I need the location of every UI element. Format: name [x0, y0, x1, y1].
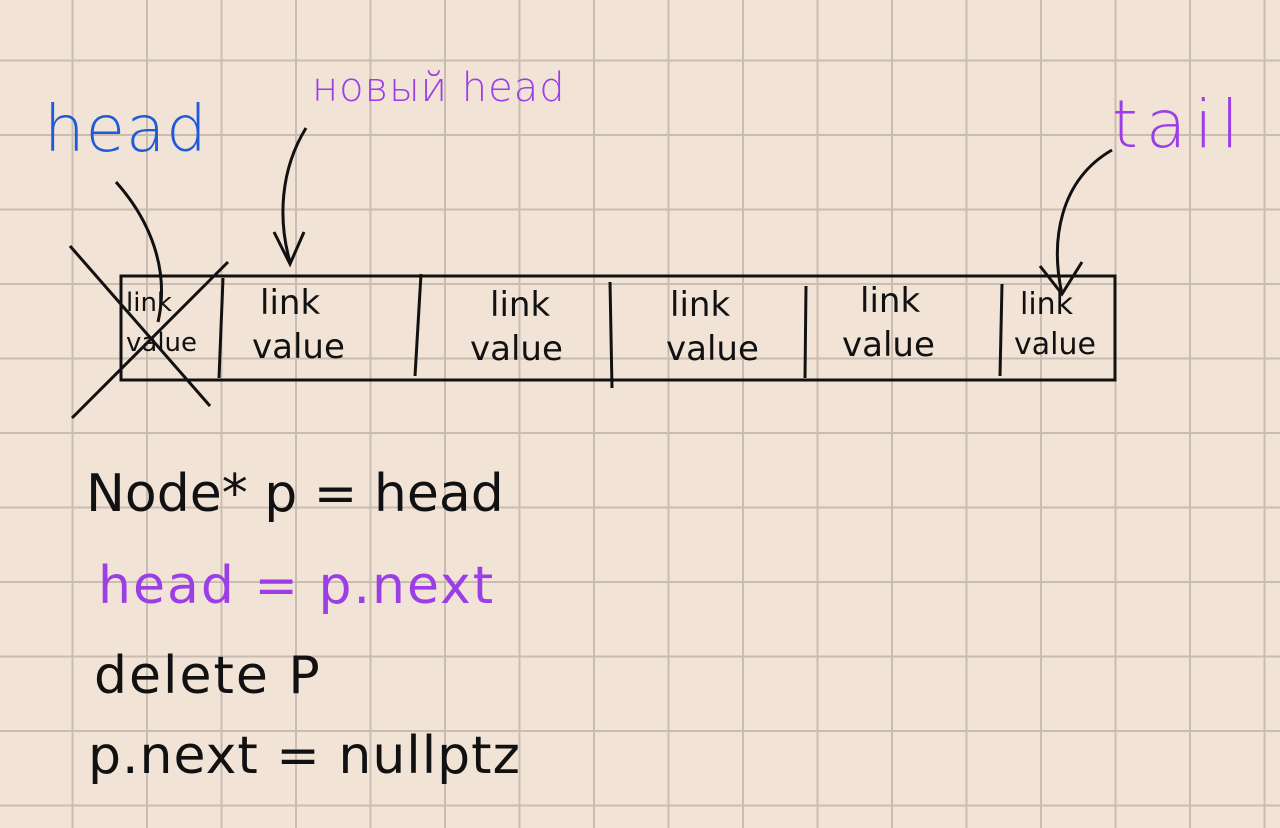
node-divider	[217, 277, 225, 379]
node-link-text: link	[126, 288, 172, 318]
tail-arrow	[1056, 148, 1113, 295]
node: link value	[842, 284, 935, 362]
tail-label: tail	[1112, 86, 1247, 163]
new-head-label: новый head	[312, 65, 566, 111]
code-line: Node* p = head	[86, 464, 504, 524]
code-line: delete P	[94, 646, 322, 706]
node-divider	[608, 281, 614, 389]
node-value-text: value	[842, 325, 935, 365]
node-link-text: link	[490, 285, 551, 325]
node-value-text: value	[1014, 327, 1096, 362]
node-value-text: value	[666, 329, 759, 369]
node-divider	[998, 283, 1004, 377]
node-deleted: link value	[126, 290, 197, 356]
new-head-arrowhead	[272, 231, 306, 268]
node-link-text: link	[670, 285, 731, 325]
node-value-text: value	[252, 327, 345, 367]
node: link value	[666, 288, 759, 366]
node-divider	[413, 273, 423, 377]
node: link value	[470, 288, 563, 366]
node-value-text: value	[126, 328, 198, 358]
node-link-text: link	[860, 281, 921, 321]
head-label: head	[44, 93, 208, 167]
node: link value	[252, 286, 345, 364]
node-value-text: value	[470, 329, 563, 369]
node-link-text: link	[1020, 287, 1074, 322]
node-divider	[803, 285, 808, 379]
code-line-highlight: head = p.next	[98, 556, 496, 616]
new-head-arrow	[281, 127, 308, 263]
node-link-text: link	[260, 283, 321, 323]
code-line: p.next = nullptz	[88, 726, 521, 786]
node-tail: link value	[1014, 290, 1096, 360]
